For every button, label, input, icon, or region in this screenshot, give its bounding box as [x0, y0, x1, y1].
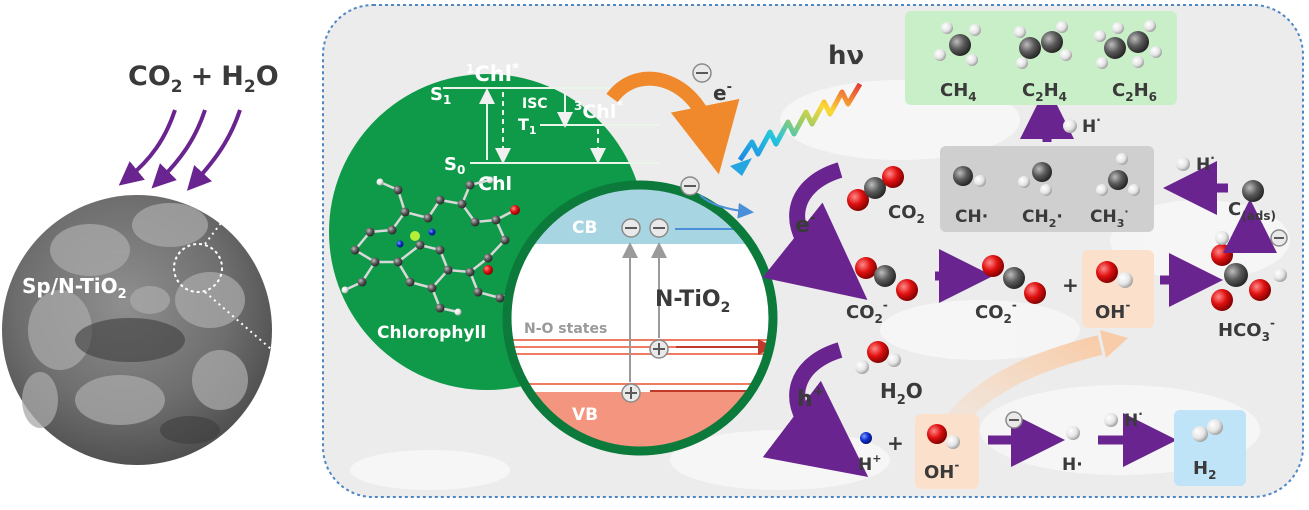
h2o-molecule — [855, 341, 901, 374]
ch3-fragment — [1096, 153, 1140, 196]
n-o-states-label: N-O states — [524, 321, 607, 337]
co2-label: CO2 — [888, 202, 925, 226]
transfer-arrows — [762, 162, 869, 478]
reactant-arrows — [118, 109, 242, 191]
tio2-circle-border — [502, 180, 778, 456]
h-radical-atom — [1066, 426, 1080, 440]
h-dot-b-label: H· — [1082, 113, 1101, 137]
chlorophyll-molecule — [341, 176, 524, 316]
ch3-label: CH3· — [1090, 205, 1129, 230]
ch2-fragment — [1018, 162, 1052, 196]
c2h6-label: C2H6 — [1112, 80, 1157, 104]
c2h4-label: C2H4 — [1022, 80, 1067, 104]
ch-label: CH· — [955, 207, 988, 227]
oh-transfer-arrow — [947, 335, 1103, 427]
c-ads-label: C(ads) — [1228, 199, 1276, 223]
t1-label: T1 — [518, 115, 537, 137]
light-label: hν — [828, 41, 864, 71]
sample-label: Sp/N-TiO2 — [22, 274, 127, 302]
zoom-line-top — [204, 79, 331, 245]
h-radical-label: H· — [1062, 455, 1083, 475]
co2-molecule — [847, 166, 904, 211]
s1-label: S1 — [430, 84, 451, 107]
singlet-chl-label: 1Chl* — [466, 61, 520, 86]
c2h4-molecule — [1014, 21, 1072, 69]
triplet-chl-label: 3Chl* — [574, 99, 623, 123]
vb-label: VB — [572, 405, 598, 425]
co2-radical-1-label: CO2- — [846, 298, 888, 326]
ground-chl-label: Chl — [478, 173, 512, 195]
tio2-label: N-TiO2 — [655, 287, 730, 316]
light-wave — [737, 82, 863, 162]
h-dot-a-label: H· — [1196, 151, 1215, 175]
isc-label: ISC — [522, 96, 548, 112]
h-dot-c-label: H· — [1124, 407, 1143, 431]
zoom-circle — [173, 243, 223, 293]
electron-label: e- — [795, 210, 816, 238]
ch-fragment — [953, 166, 986, 187]
hco3-label: HCO3- — [1218, 316, 1275, 344]
co2-radical-2 — [982, 255, 1046, 304]
hole-label: h+ — [797, 384, 824, 412]
c2h6-molecule — [1094, 20, 1162, 69]
oh-label-2: OH- — [924, 458, 959, 483]
ch4-label: CH4 — [940, 80, 977, 104]
co2-radical-1 — [855, 257, 918, 301]
plus-sign-1: + — [1062, 273, 1079, 297]
reactants-label: CO2+H2O — [128, 61, 279, 97]
tio2-band-diagram — [508, 186, 772, 450]
proton-atom — [860, 432, 872, 444]
energy-levels — [443, 87, 660, 164]
ch4-molecule — [934, 22, 981, 66]
s0-label: S0 — [444, 154, 465, 177]
h2o-label: H2O — [880, 379, 923, 408]
sem-sample: Sp/N-TiO2 — [2, 79, 331, 465]
electron-transfer-arrow — [606, 71, 740, 175]
co2-radical-2-label: CO2- — [975, 298, 1017, 326]
oh-label-1: OH- — [1095, 298, 1130, 323]
h2-box — [1174, 410, 1246, 486]
cb-label: CB — [572, 218, 597, 238]
plus-sign-2: + — [887, 431, 904, 455]
ch2-label: CH2· — [1022, 207, 1063, 230]
c-ads-atom — [1242, 180, 1264, 202]
h2-label: H2 — [1193, 458, 1216, 482]
sem-texture — [22, 203, 248, 428]
hplus-label: H+ — [858, 452, 881, 475]
chlorophyll-label: Chlorophyll — [377, 323, 486, 343]
electron-transfer-label: e- — [713, 80, 732, 105]
